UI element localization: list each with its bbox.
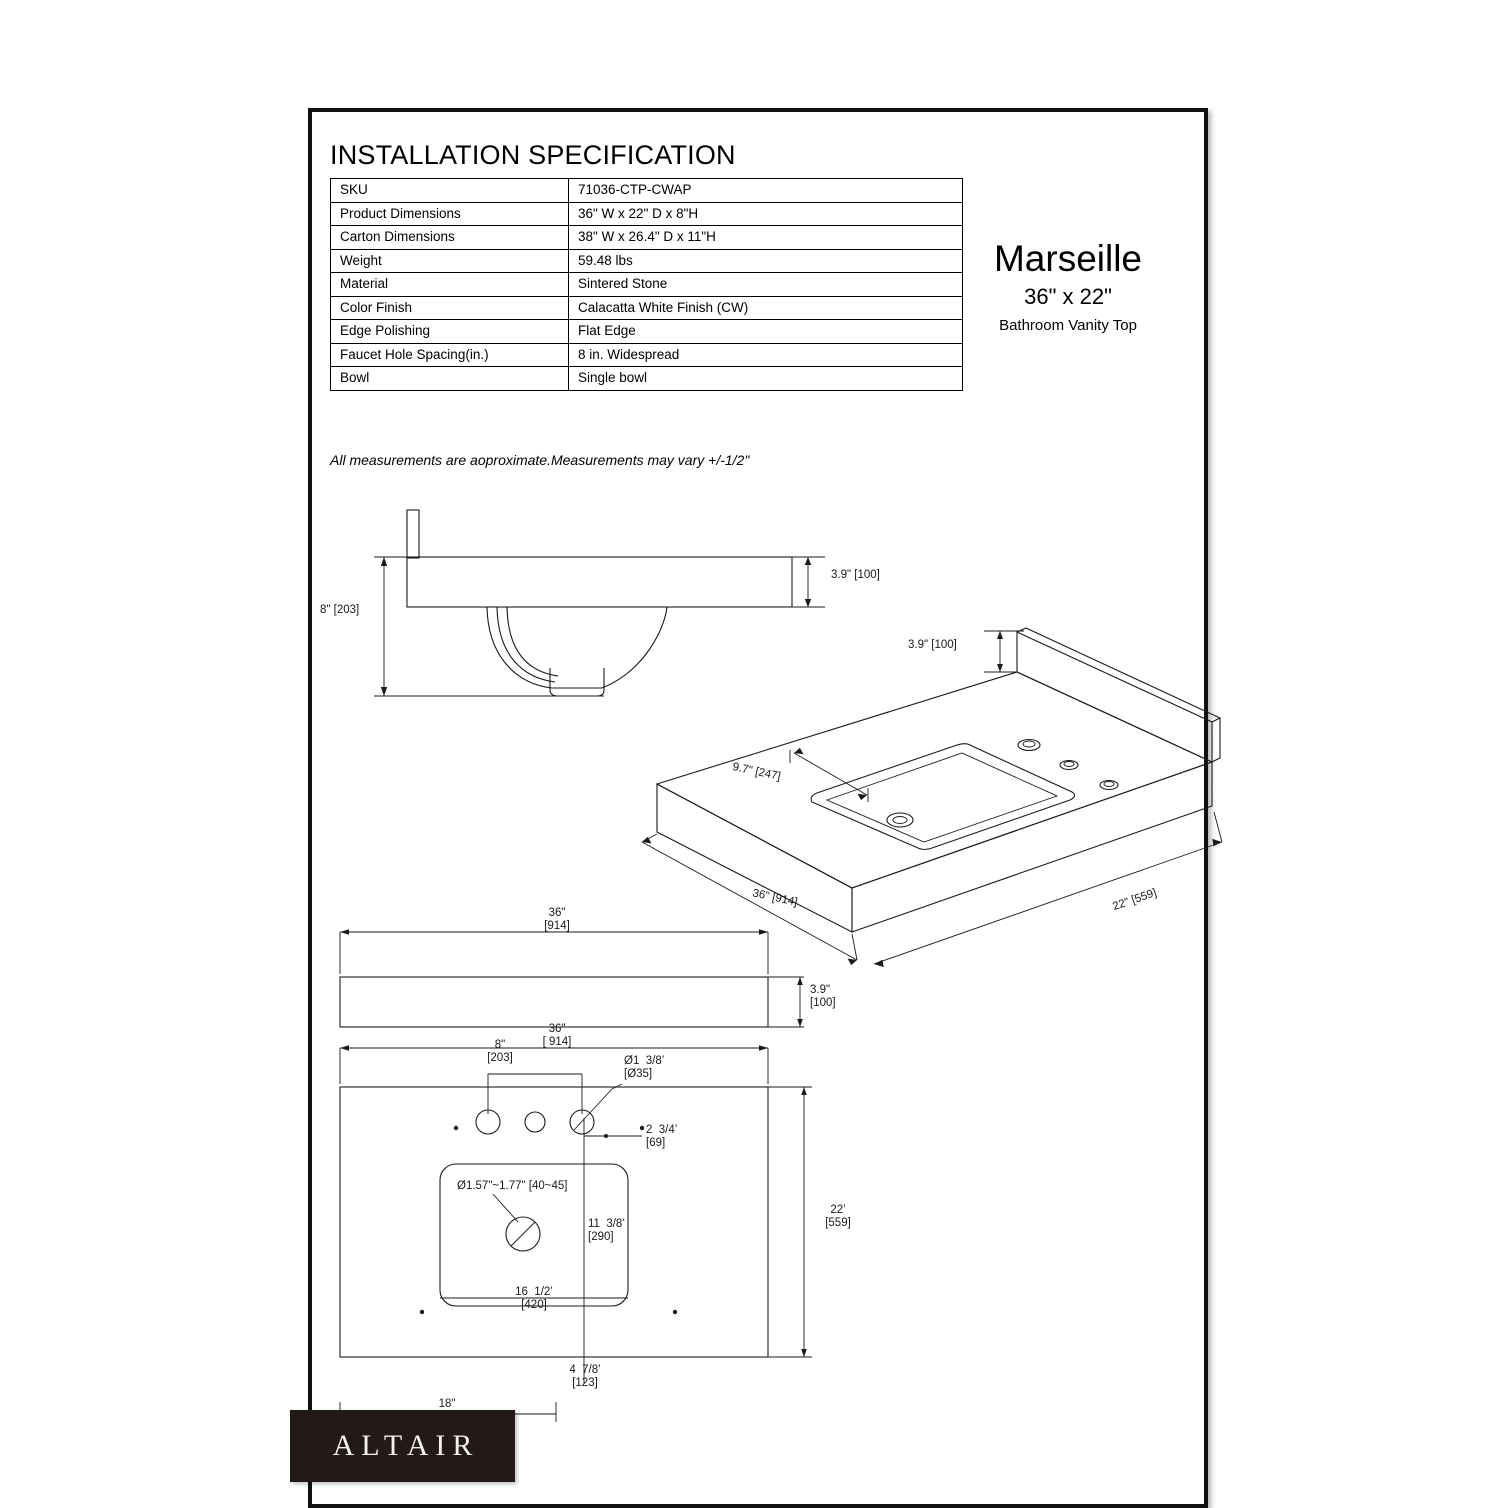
- plan-bottom-offset-label: 4 7/8’ [123]: [569, 1364, 601, 1389]
- side-profile-drawing: [374, 509, 825, 697]
- measurement-disclaimer: All measurements are aoproximate.Measure…: [330, 452, 750, 468]
- spec-key: Bowl: [330, 366, 569, 391]
- plan-faucet-hole-diameter-label: Ø1 3/8’ [Ø35]: [624, 1055, 665, 1080]
- plan-backsplash-width-label: 36" [914]: [544, 907, 570, 932]
- plan-top-width-label: 36" [ 914]: [542, 1023, 572, 1048]
- side-deck-thickness-label: 3.9" [100]: [831, 569, 880, 581]
- isometric-drawing: [641, 627, 1223, 968]
- spec-key: Product Dimensions: [330, 201, 569, 226]
- spec-value: 59.48 lbs: [568, 248, 963, 273]
- spec-value: Calacatta White Finish (CW): [568, 295, 963, 320]
- product-type: Bathroom Vanity Top: [999, 316, 1137, 334]
- side-total-height-label: 8" [203]: [320, 604, 360, 616]
- plan-drain-diameter-label: Ø1.57"~1.77" [40~45]: [457, 1180, 568, 1192]
- brand-logo: ALTAIR: [290, 1410, 515, 1482]
- plan-bowl-width-label: 16 1/2’ [420]: [515, 1286, 553, 1311]
- spec-key: Edge Polishing: [330, 319, 569, 344]
- plan-depth-label: 22’ [559]: [825, 1204, 851, 1229]
- plan-view-drawing: [339, 929, 812, 1422]
- plan-faucet-spacing-label: 8" [203]: [487, 1039, 513, 1064]
- spec-key: Material: [330, 272, 569, 297]
- product-name: Marseille: [993, 238, 1143, 279]
- spec-key: Weight: [330, 248, 569, 273]
- brand-logo-text: ALTAIR: [332, 1429, 480, 1462]
- spec-value: Single bowl: [568, 366, 963, 391]
- spec-key: Faucet Hole Spacing(in.): [330, 342, 569, 367]
- product-size: 36" x 22": [1024, 283, 1112, 309]
- plan-backsplash-height-label: 3.9" [100]: [810, 984, 836, 1009]
- spec-key: SKU: [330, 178, 569, 203]
- plan-bowl-depth-label: 11 3/8’ [290]: [588, 1218, 625, 1243]
- page-title: INSTALLATION SPECIFICATION: [330, 140, 736, 170]
- table-row: Faucet Hole Spacing(in.)8 in. Widespread: [330, 342, 963, 367]
- spec-value: Sintered Stone: [568, 272, 963, 297]
- spec-key: Color Finish: [330, 295, 569, 320]
- product-title-block: Marseille 36" x 22" Bathroom Vanity Top: [948, 238, 1188, 334]
- plan-hole-to-bowl-label: 2 3/4’ [69]: [646, 1124, 678, 1149]
- spec-key: Carton Dimensions: [330, 225, 569, 250]
- spec-value: 38" W x 26.4" D x 11"H: [568, 225, 963, 250]
- spec-value: Flat Edge: [568, 319, 963, 344]
- iso-backsplash-height-label: 3.9" [100]: [908, 639, 957, 651]
- spec-value: 8 in. Widespread: [568, 342, 963, 367]
